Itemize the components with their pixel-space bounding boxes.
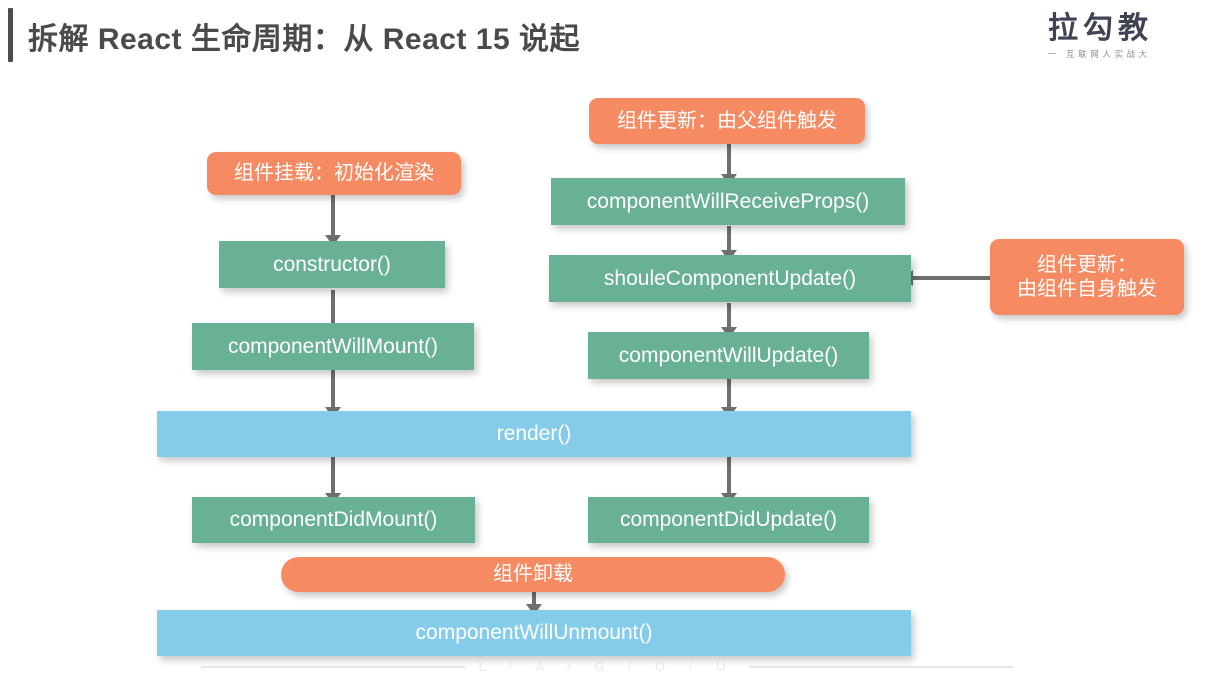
brand-logo: 拉勾教 一 互联网人实战大	[1048, 12, 1214, 61]
page-title: 拆解 React 生命周期：从 React 15 说起	[28, 23, 580, 56]
arrow-update-to-willreceiveprops	[727, 143, 731, 175]
arrow-willreceiveprops-to-shouldupdate	[727, 226, 731, 251]
node-component-will-unmount[interactable]: componentWillUnmount()	[157, 610, 911, 656]
footer-rule-right	[749, 665, 1014, 668]
footer-rule-left	[200, 665, 465, 668]
arrow-constructor-to-willmount	[331, 290, 335, 330]
arrow-willupdate-to-render	[727, 379, 731, 408]
node-constructor[interactable]: constructor()	[219, 241, 445, 288]
arrow-unmount-to-willunmount	[532, 591, 536, 605]
brand-name: 拉勾教	[1048, 12, 1153, 45]
footer-letters: L / A / G / O / U	[478, 659, 736, 674]
update-self-trigger-line-2: 由组件自身触发	[1017, 278, 1157, 300]
slide-header: 拆解 React 生命周期：从 React 15 说起 拉勾教 一 互联网人实战…	[0, 0, 1214, 74]
arrow-mount-to-constructor	[331, 186, 335, 236]
node-unmount-trigger[interactable]: 组件卸载	[281, 557, 785, 592]
node-component-will-receive-props[interactable]: componentWillReceiveProps()	[551, 178, 905, 225]
node-component-will-update[interactable]: componentWillUpdate()	[588, 332, 869, 379]
node-update-parent-trigger[interactable]: 组件更新：由父组件触发	[589, 98, 865, 144]
node-component-did-update[interactable]: componentDidUpdate()	[588, 497, 869, 543]
arrow-render-to-didupdate	[727, 456, 731, 494]
node-render[interactable]: render()	[157, 411, 911, 457]
arrow-willmount-to-render	[331, 370, 335, 408]
slide-footer: L / A / G / O / U	[0, 659, 1214, 674]
node-mount-trigger[interactable]: 组件挂载：初始化渲染	[207, 152, 461, 195]
arrow-selfupdate-to-shouldupdate	[913, 276, 991, 280]
node-update-self-trigger[interactable]: 组件更新： 由组件自身触发	[990, 239, 1184, 315]
node-component-did-mount[interactable]: componentDidMount()	[192, 497, 475, 543]
update-self-trigger-line-1: 组件更新：	[1037, 253, 1137, 276]
title-accent-bar	[8, 8, 13, 62]
arrow-render-to-didmount	[331, 456, 335, 494]
arrow-shouldupdate-to-willupdate	[727, 303, 731, 328]
node-component-will-mount[interactable]: componentWillMount()	[192, 323, 474, 370]
brand-subtitle: 一 互联网人实战大	[1048, 49, 1151, 59]
node-shoule-component-update[interactable]: shouleComponentUpdate()	[549, 255, 911, 302]
